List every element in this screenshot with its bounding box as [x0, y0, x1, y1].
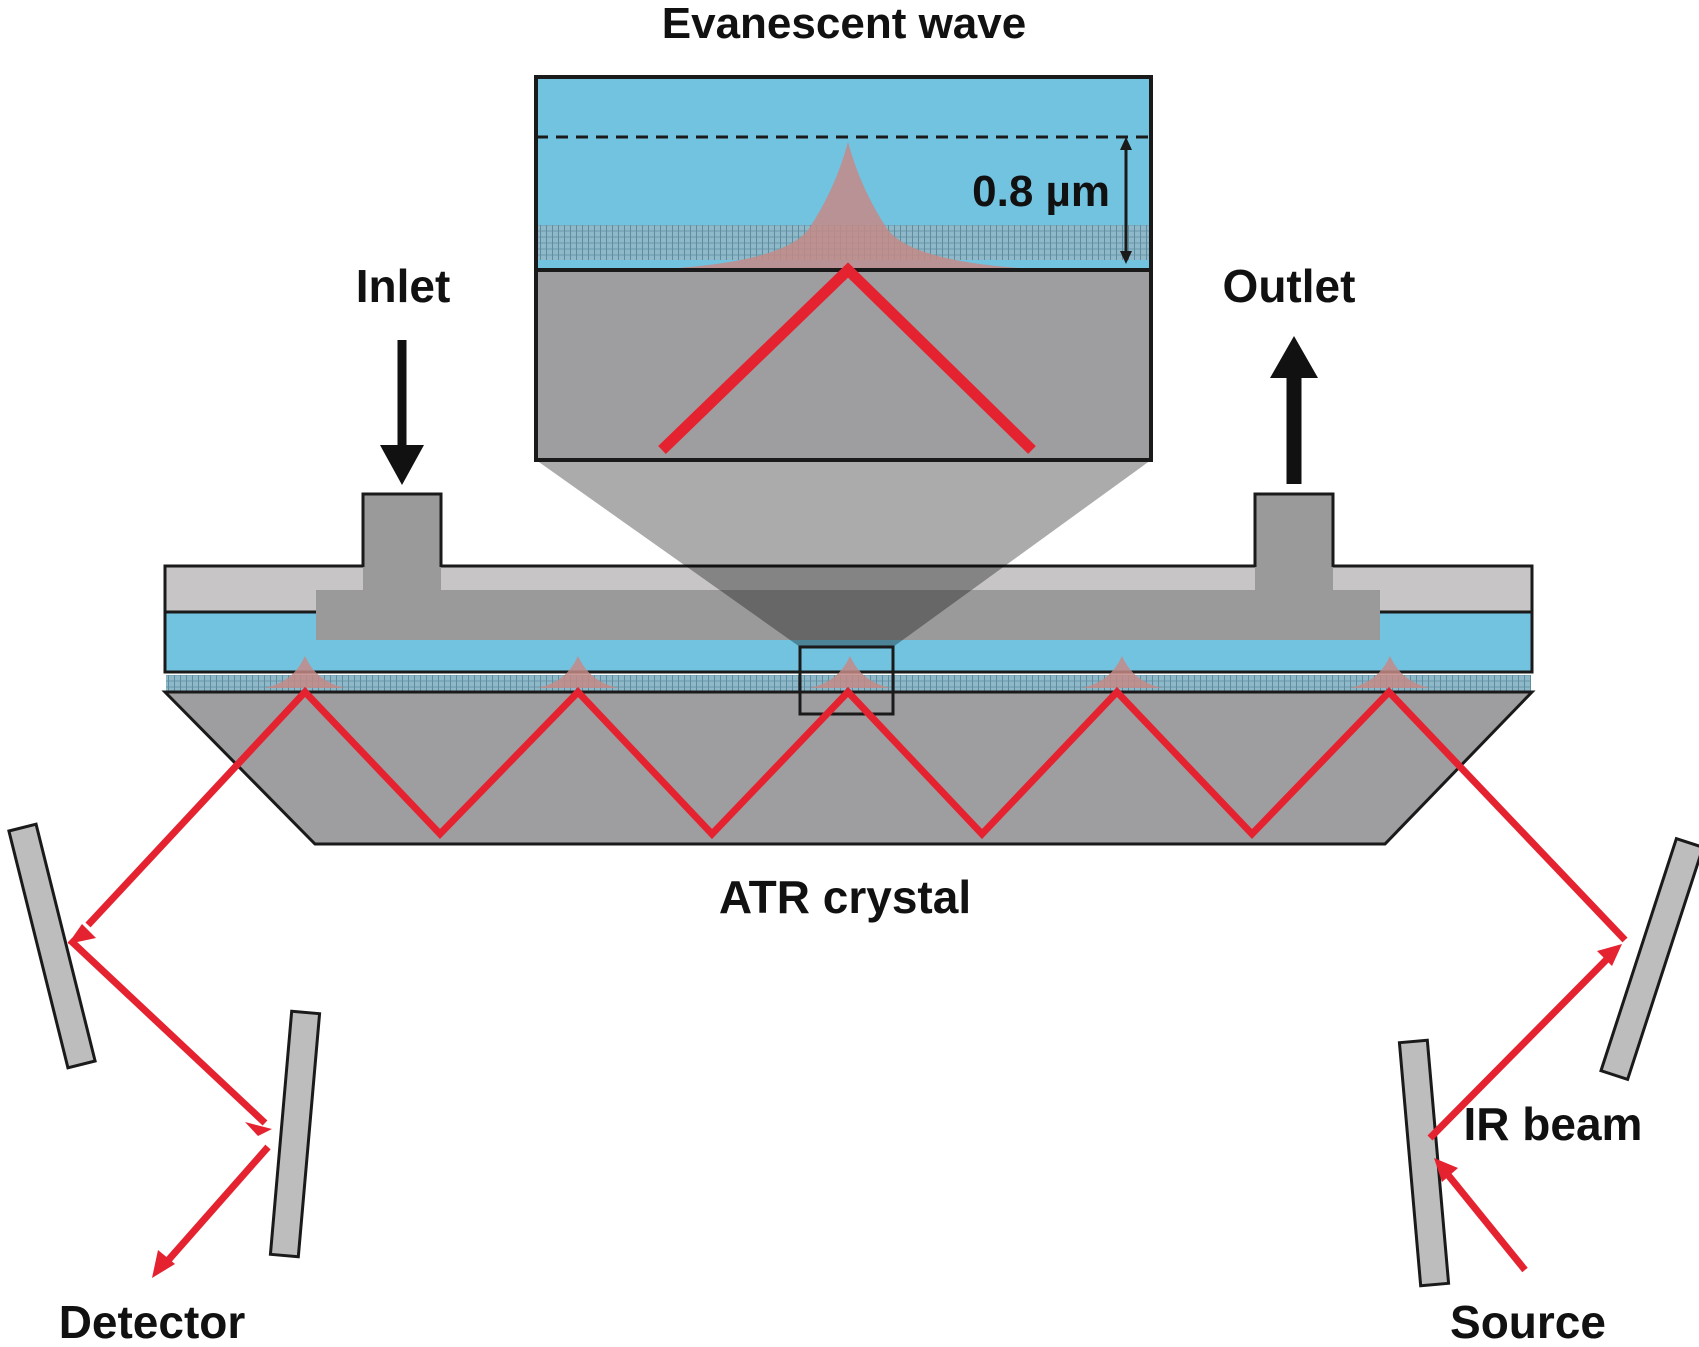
evanescent-wave-inset	[534, 75, 1153, 462]
outlet-label: Outlet	[1223, 260, 1356, 312]
inlet-arrow-icon	[380, 340, 424, 485]
depth-arrow	[1120, 137, 1132, 264]
ir-beam-path	[67, 686, 1628, 1273]
zoom-box	[798, 645, 895, 716]
inset-crystal	[536, 270, 1151, 460]
outlet-port	[1253, 492, 1335, 594]
source-label: Source	[1450, 1296, 1606, 1347]
outlet-arrow-icon	[1270, 336, 1318, 484]
flow-cell	[163, 492, 1534, 691]
mirrors	[7, 822, 1699, 1288]
arrowhead-to-mirror-4	[1434, 1158, 1458, 1182]
inlet-label: Inlet	[356, 260, 451, 312]
detector-label: Detector	[59, 1296, 246, 1347]
mirror-3	[1599, 836, 1699, 1082]
mirror-2	[268, 1009, 322, 1259]
depth-label: 0.8 µm	[972, 167, 1110, 216]
inset-evanescent-decay	[640, 142, 1056, 270]
crystal-label: ATR crystal	[719, 871, 971, 923]
title-label: Evanescent wave	[662, 0, 1026, 48]
inset-ir-beam	[658, 262, 1036, 454]
arrowhead-to-mirror-3	[1597, 944, 1622, 966]
arrowhead-to-mirror-1	[68, 924, 96, 944]
ir-beam-label: IR beam	[1464, 1098, 1643, 1150]
ir-beam-arrowheads	[68, 924, 1622, 1278]
evanescent-peaks	[264, 656, 1431, 688]
mirror-1	[7, 822, 97, 1070]
atr-crystal	[161, 690, 1536, 846]
inlet-port	[361, 492, 443, 594]
arrowhead-to-detector	[152, 1250, 175, 1278]
zoom-cone	[536, 460, 1151, 647]
flow-channel	[316, 590, 1380, 640]
arrowhead-to-mirror-2	[245, 1122, 272, 1136]
